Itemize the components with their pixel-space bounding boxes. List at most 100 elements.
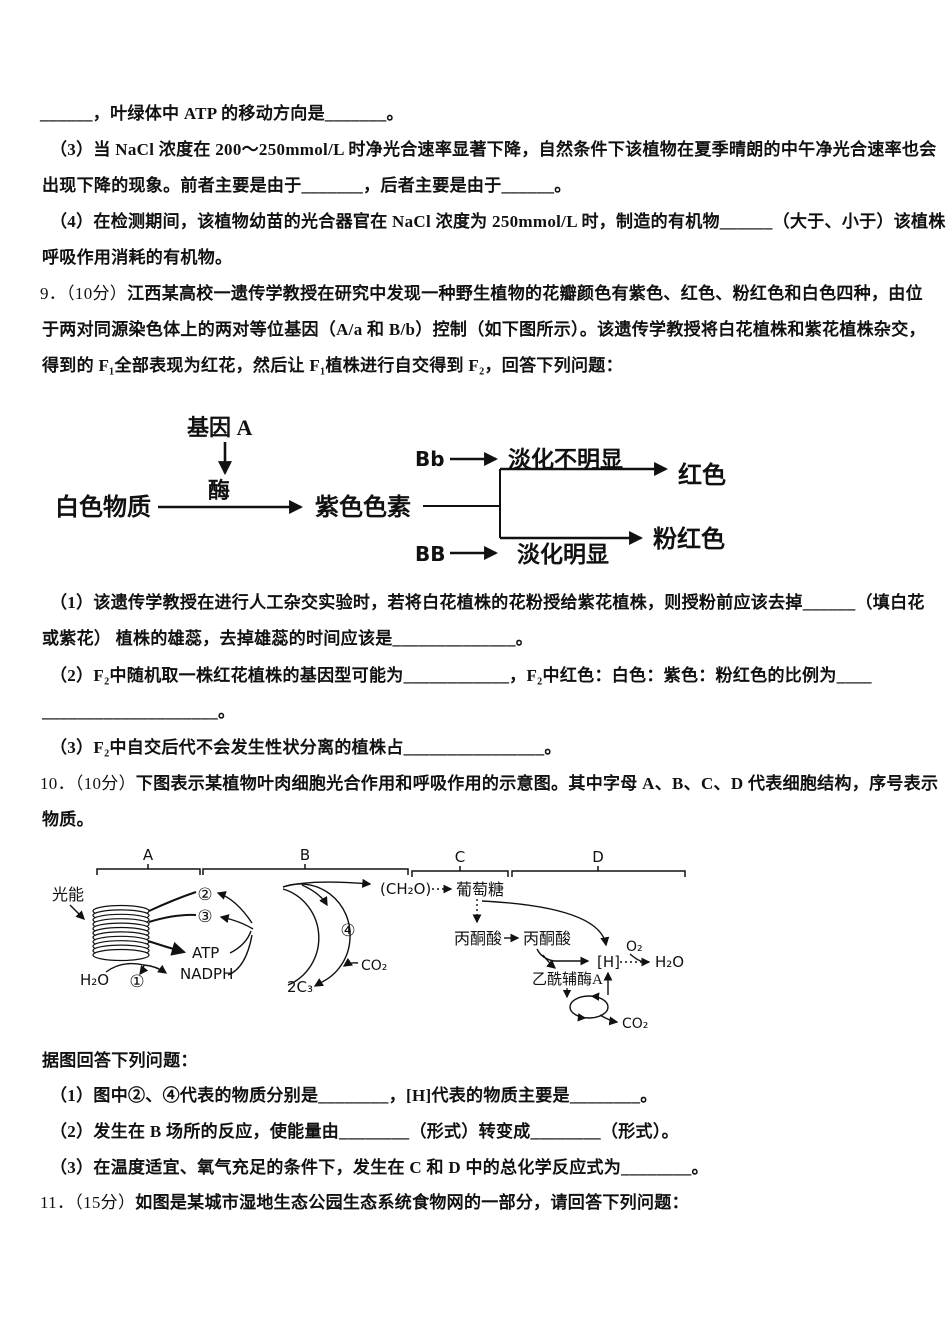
h-carrier-label: [H]: [597, 953, 620, 971]
question-text: （2）F₂中随机取一株红花植株的基因型可能为____________，F₂中红色…: [50, 666, 872, 685]
question-text: 如图是某城市湿地生态公园生态系统食物网的一部分，请回答下列问题：: [135, 1193, 689, 1212]
text-line-8: 得到的 F₁全部表现为红花，然后让 F₁植株进行自交得到 F₂，回答下列问题：: [42, 348, 623, 384]
h2o-in-label: H₂O: [80, 971, 109, 989]
enzyme-label: 酶: [208, 478, 230, 503]
text-line-7: 于两对同源染色体上的两对等位基因（A/a 和 B/b）控制（如下图所示）。该遗传…: [42, 312, 926, 348]
question-text: （2）发生在 B 场所的反应，使能量由________（形式）转变成______…: [50, 1122, 679, 1141]
nadph-to-cycle-curve: [227, 934, 253, 976]
arrow-from-stack: [143, 964, 168, 974]
question-text: 得到的 F₁全部表现为红花，然后让 F₁植株进行自交得到 F₂，回答下列问题：: [42, 356, 623, 375]
acetyl-coa-label: 乙酰辅酶A: [532, 971, 603, 988]
text-line-14: 10．（10分）下图表示某植物叶肉细胞光合作用和呼吸作用的示意图。其中字母 A、…: [40, 766, 938, 802]
c3-label: 2C₃: [287, 978, 313, 996]
text-line-20: 11．（15分）如图是某城市湿地生态公园生态系统食物网的一部分，请回答下列问题：: [40, 1185, 689, 1221]
question-text: （3）F₂中自交后代不会发生性状分离的植株占________________。: [50, 738, 562, 757]
question-text: （4）在检测期间，该植物幼苗的光合器官在 NaCl 浓度为 250mmol/L …: [50, 212, 946, 231]
circle1-label: ①: [129, 972, 144, 992]
text-line-18: （2）发生在 B 场所的反应，使能量由________（形式）转变成______…: [50, 1114, 679, 1150]
atp-to-cycle-curve: [229, 930, 252, 954]
question-number: 10．（10分）: [40, 774, 136, 793]
glucose-label: 葡萄糖: [456, 881, 504, 899]
text-line-19: （3）在温度适宜、氧气充足的条件下，发生在 C 和 D 中的总化学反应式为___…: [50, 1150, 709, 1186]
question-text: 物质。: [42, 810, 94, 829]
question-text: （3）在温度适宜、氧气充足的条件下，发生在 C 和 D 中的总化学反应式为___…: [50, 1158, 709, 1177]
text-line-2: （3）当 NaCl 浓度在 200～250mmol/L 时净光合速率显著下降，自…: [50, 132, 937, 168]
co2-in-label: CO₂: [361, 958, 387, 974]
calvin-cycle-right-arc: [282, 883, 351, 987]
question-text: （3）当 NaCl 浓度在 200～250mmol/L 时净光合速率显著下降，自…: [50, 140, 937, 159]
bracket-a-label: A: [143, 846, 154, 864]
cycle-to-circle2-arrow: [216, 891, 253, 924]
text-line-12: ____________________。: [42, 694, 235, 730]
text-line-4: （4）在检测期间，该植物幼苗的光合器官在 NaCl 浓度为 250mmol/L …: [50, 204, 946, 240]
bracket-a-shape: [96, 864, 201, 875]
bracket-b-shape: [202, 864, 409, 875]
text-line-11: （2）F₂中随机取一株红花植株的基因型可能为____________，F₂中红色…: [50, 658, 872, 694]
text-line-15: 物质。: [42, 802, 94, 838]
question-text: 或紫花） 植株的雄蕊，去掉雄蕊的时间应该是______________。: [42, 629, 534, 648]
cycle-to-ch2o-arrow: [282, 878, 372, 888]
text-line-9: （1）该遗传学教授在进行人工杂交实验时，若将白花植株的花粉授给紫花植株，则授粉前…: [50, 585, 925, 621]
question-text: ______，叶绿体中 ATP 的移动方向是_______。: [40, 104, 404, 123]
circle3-label: ③: [197, 907, 212, 927]
question-text: ____________________。: [42, 702, 236, 721]
h2o-out-label: H₂O: [655, 953, 684, 971]
question-text: 江西某高校一遗传学教授在研究中发现一种野生植物的花瓣颜色有紫色、红色、粉红色和白…: [127, 284, 923, 303]
text-line-5: 呼吸作用消耗的有机物。: [42, 240, 232, 276]
text-line-16: 据图回答下列问题：: [42, 1043, 198, 1079]
ch2o-label: (CH₂O): [380, 880, 431, 898]
question-text: 于两对同源染色体上的两对等位基因（A/a 和 B/b）控制（如下图所示）。该遗传…: [42, 320, 926, 339]
cycle-to-circle3-arrow: [219, 914, 254, 930]
stack-to-atp-arrow: [147, 939, 187, 956]
h2o-curve: [105, 962, 145, 973]
question-text: 下图表示某植物叶肉细胞光合作用和呼吸作用的示意图。其中字母 A、B、C、D 代表…: [135, 774, 939, 793]
o2-curve: [629, 953, 645, 963]
text-line-6: 9．（10分）江西某高校一遗传学教授在研究中发现一种野生植物的花瓣颜色有紫色、红…: [40, 276, 923, 312]
arrow-to-circle1: [139, 964, 149, 976]
bb-hetero-label: Bb: [415, 447, 445, 471]
nadph-label: NADPH: [180, 965, 233, 983]
text-line-3: 出现下降的现象。前者主要是由于_______，后者主要是由于______。: [42, 168, 572, 204]
question-text: 据图回答下列问题：: [42, 1051, 198, 1070]
thylakoid-stack: [92, 904, 150, 962]
light-energy-label: 光能: [52, 886, 84, 904]
glucose-to-h-curve: [481, 900, 610, 947]
co2-in-arrow: [342, 957, 359, 967]
text-line-13: （3）F₂中自交后代不会发生性状分离的植株占________________。: [50, 730, 562, 766]
calvin-cycle-left-arc: [282, 888, 320, 986]
structure-brackets: [96, 864, 686, 877]
bracket-b-label: B: [300, 846, 310, 864]
circle2-label: ②: [197, 885, 212, 905]
stack-to-circle3-curve: [148, 913, 197, 923]
question-text: 呼吸作用消耗的有机物。: [42, 248, 233, 267]
bracket-c-label: C: [455, 848, 465, 866]
white-substance-label: 白色物质: [55, 493, 151, 521]
pyruvate-left-label: 丙酮酸: [454, 930, 502, 948]
circle4-label: ④: [340, 921, 355, 941]
question-text: （1）图中②、④代表的物质分别是________，[H]代表的物质主要是____…: [50, 1086, 658, 1105]
gene-a-label: 基因 A: [187, 415, 253, 440]
o2-label: O₂: [626, 939, 643, 955]
question-number: 9．（10分）: [40, 284, 128, 303]
co2-out-label: CO₂: [622, 1016, 648, 1032]
pyruvate-right-label: 丙酮酸: [523, 930, 571, 948]
pyruvate-to-acetyl-arrow: [542, 954, 557, 969]
light-arrow: [69, 904, 85, 920]
cycle-inner-arrow: [301, 884, 328, 907]
krebs-bottom-arrow: [577, 1013, 587, 1022]
text-line-10: 或紫花） 植株的雄蕊，去掉雄蕊的时间应该是______________。: [42, 621, 533, 657]
question-number: 11．（15分）: [40, 1193, 136, 1212]
bracket-c-shape: [411, 866, 509, 877]
bb-homo-label: BB: [415, 542, 446, 566]
bracket-d-label: D: [592, 848, 604, 866]
pyruvate-to-h-arrow: [536, 948, 590, 966]
bracket-d-shape: [511, 866, 686, 877]
stack-to-circle2-curve: [148, 891, 197, 912]
krebs-to-co2-arrow: [599, 1014, 619, 1026]
text-line-17: （1）图中②、④代表的物质分别是________，[H]代表的物质主要是____…: [50, 1078, 658, 1114]
atp-label: ATP: [192, 944, 219, 962]
photosynthesis-respiration-diagram: A B C D 光能 H₂O ① ② ③ ATP NADPH: [52, 846, 686, 1032]
fade-not-obvious-label: 淡化不明显: [508, 446, 623, 472]
text-line-1: ______，叶绿体中 ATP 的移动方向是_______。: [40, 96, 404, 132]
question-text: （1）该遗传学教授在进行人工杂交实验时，若将白花植株的花粉授给紫花植株，则授粉前…: [50, 593, 925, 612]
